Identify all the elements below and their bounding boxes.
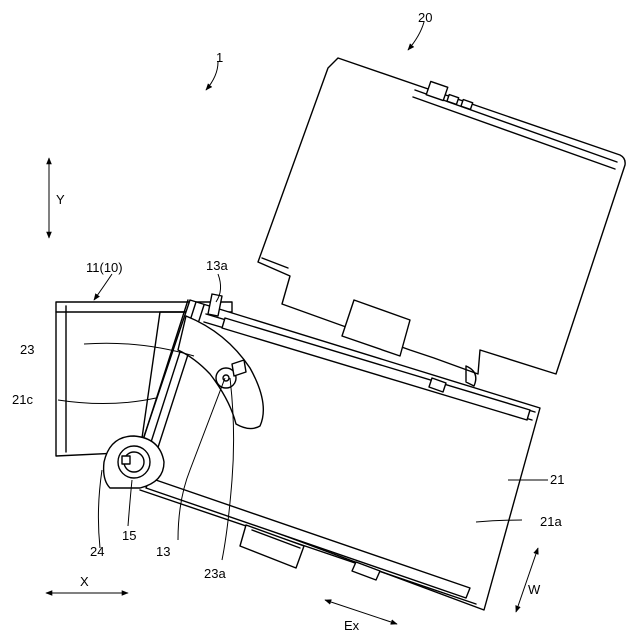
label-hinge: 24 (90, 544, 104, 559)
label-x-axis: X (80, 574, 89, 589)
upper-unit (258, 58, 625, 374)
label-guide-slot: 23 (20, 342, 34, 357)
label-frame: 11(10) (86, 260, 123, 275)
label-cover: 20 (418, 10, 432, 25)
label-tray: 21 (550, 472, 564, 487)
label-y-axis: Y (56, 192, 65, 207)
label-device: 1 (216, 50, 223, 65)
label-ex-axis: Ex (344, 618, 360, 633)
label-pin: 13 (156, 544, 170, 559)
label-pivot: 15 (122, 528, 136, 543)
label-w-axis: W (528, 582, 541, 597)
label-side-rail: 21c (12, 392, 33, 407)
label-slot-end: 23a (204, 566, 226, 581)
label-tray-surface: 21a (540, 514, 562, 529)
hinge-assembly (104, 436, 164, 488)
label-pin-head: 13a (206, 258, 228, 273)
